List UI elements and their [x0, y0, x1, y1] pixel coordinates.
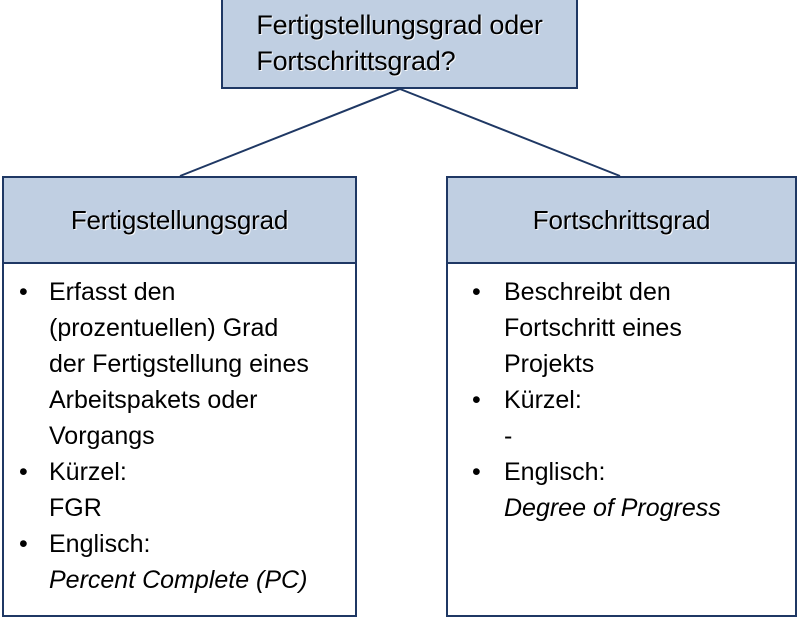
node-fortschrittsgrad-title: Fortschrittsgrad	[532, 205, 711, 235]
connector-left	[179, 88, 401, 177]
list-item: Kürzel: -	[460, 382, 787, 454]
bullet-line: Vorgangs	[49, 422, 155, 450]
bullet-line: Fortschritt eines	[504, 314, 682, 342]
bullet-line: Beschreibt den	[504, 278, 671, 306]
bullet-line: FGR	[49, 494, 102, 522]
node-fortschrittsgrad-header: Fortschrittsgrad	[448, 178, 795, 264]
node-fertigstellungsgrad-bullet-list: Erfasst den (prozentuellen) Grad der Fer…	[12, 274, 347, 598]
connector-right	[399, 88, 621, 177]
node-fortschrittsgrad: Fortschrittsgrad Beschreibt den Fortschr…	[446, 176, 797, 617]
bullet-line-english-term: Percent Complete (PC)	[49, 566, 308, 594]
bullet-line: der Fertigstellung eines	[49, 350, 309, 378]
list-item: Englisch: Percent Complete (PC)	[12, 526, 347, 598]
root-node-title: Fertigstellungsgrad oder Fortschrittsgra…	[250, 7, 548, 79]
list-item: Erfasst den (prozentuellen) Grad der Fer…	[12, 274, 347, 454]
list-item: Englisch: Degree of Progress	[460, 454, 787, 526]
bullet-line: -	[504, 422, 513, 450]
list-item: Beschreibt den Fortschritt eines Projekt…	[460, 274, 787, 382]
bullet-line: Englisch:	[504, 458, 606, 486]
bullet-line: Englisch:	[49, 530, 151, 558]
node-fertigstellungsgrad-title: Fertigstellungsgrad	[70, 205, 289, 235]
bullet-line: (prozentuellen) Grad	[49, 314, 279, 342]
node-fertigstellungsgrad-body: Erfasst den (prozentuellen) Grad der Fer…	[4, 264, 355, 598]
node-fortschrittsgrad-bullet-list: Beschreibt den Fortschritt eines Projekt…	[460, 274, 787, 526]
node-fertigstellungsgrad: Fertigstellungsgrad Erfasst den (prozent…	[2, 176, 357, 617]
bullet-line-english-term: Degree of Progress	[504, 494, 721, 522]
bullet-line: Erfasst den	[49, 278, 176, 306]
node-fortschrittsgrad-body: Beschreibt den Fortschritt eines Projekt…	[448, 264, 795, 526]
bullet-line: Arbeitspakets oder	[49, 386, 258, 414]
bullet-line: Projekts	[504, 350, 595, 378]
node-fertigstellungsgrad-header: Fertigstellungsgrad	[4, 178, 355, 264]
root-node: Fertigstellungsgrad oder Fortschrittsgra…	[221, 0, 578, 89]
list-item: Kürzel: FGR	[12, 454, 347, 526]
bullet-line: Kürzel:	[504, 386, 582, 414]
bullet-line: Kürzel:	[49, 458, 127, 486]
root-node-title-line-2: Fortschrittsgrad?	[256, 46, 456, 76]
root-node-title-line-1: Fertigstellungsgrad oder	[256, 10, 543, 40]
